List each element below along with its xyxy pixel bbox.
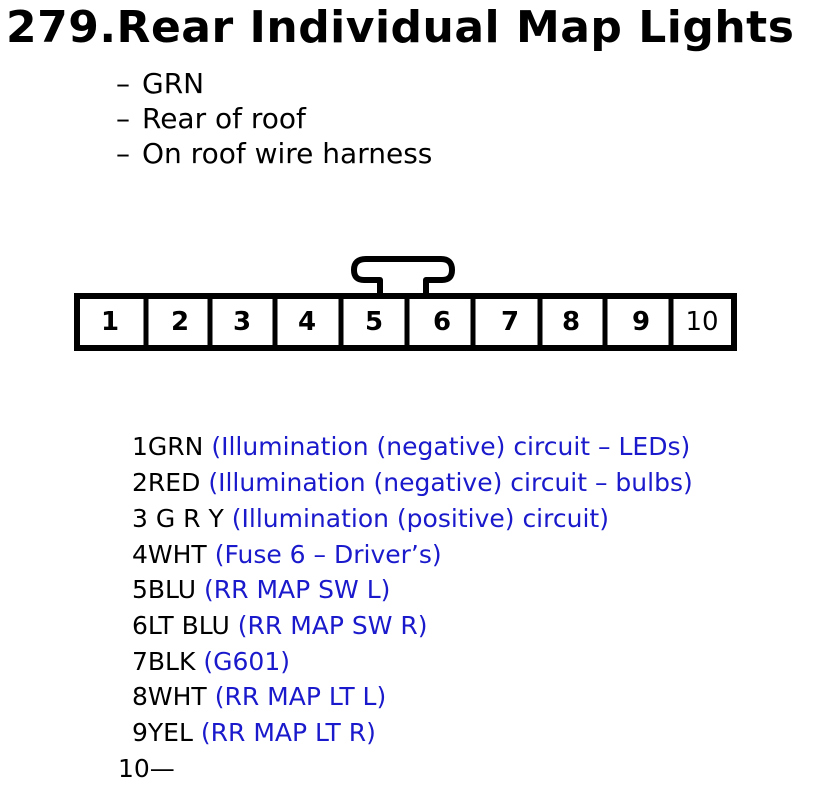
pin-4-label: 4 [297,307,317,337]
circuit-description: (Illumination (positive) circuit) [231,504,609,533]
wire-code: 9YEL [132,718,193,747]
circuit-description: (Illumination (negative) circuit – LEDs) [211,432,691,461]
wire-code: 7BLK [132,647,196,676]
pinout-row-7: 7BLK(G601) [132,647,290,677]
pinout-row-8: 8WHT(RR MAP LT L) [132,682,386,712]
circuit-description: (RR MAP LT L) [214,682,387,711]
pin-7-label: 7 [500,307,520,337]
pinout-row-5: 5BLU(RR MAP SW L) [132,575,390,605]
pin-3-label: 3 [232,307,252,337]
connector-info-list: –GRN –Rear of roof –On roof wire harness [116,66,432,171]
wire-code: 6LT BLU [132,611,230,640]
wire-code: 4WHT [132,540,207,569]
pin-2-label: 2 [170,307,190,337]
page-title: 279.Rear Individual Map Lights [6,2,795,53]
pinout-row-2: 2RED(Illumination (negative) circuit – b… [132,468,693,498]
circuit-description: (RR MAP SW L) [204,575,391,604]
circuit-description: (RR MAP SW R) [237,611,428,640]
wire-code: 3 G R Y [132,504,224,533]
connector-harness-item: –On roof wire harness [116,137,433,170]
pinout-row-10: 10— [118,754,175,784]
connector-color-item: –GRN [116,67,205,100]
wire-code: 5BLU [132,575,197,604]
pinout-row-1: 1GRN(Illumination (negative) circuit – L… [132,432,690,462]
connector-lock-tab [351,256,455,296]
pin-1-label: 1 [100,307,120,337]
wire-code: 1GRN [132,432,204,461]
pin-6-label: 6 [432,307,452,337]
circuit-description: (G601) [203,647,290,676]
circuit-description: (Illumination (negative) circuit – bulbs… [208,468,693,497]
circuit-description: (RR MAP LT R) [200,718,376,747]
pinout-row-6: 6LT BLU(RR MAP SW R) [132,611,428,641]
pin-dividers [143,296,674,348]
circuit-description: (Fuse 6 – Driver’s) [214,540,442,569]
wire-code: 8WHT [132,682,207,711]
connector-diagram [74,256,737,351]
wire-code: 10— [118,754,175,783]
pin-8-label: 8 [561,307,581,337]
pin-5-label: 5 [364,307,384,337]
wire-code: 2RED [132,468,201,497]
connector-location-item: –Rear of roof [116,102,306,135]
pin-10-label: 10 [685,307,719,337]
pinout-row-9: 9YEL(RR MAP LT R) [132,718,376,748]
pin-9-label: 9 [631,307,651,337]
pinout-row-3: 3 G R Y(Illumination (positive) circuit) [132,504,609,534]
pinout-row-4: 4WHT(Fuse 6 – Driver’s) [132,540,442,570]
